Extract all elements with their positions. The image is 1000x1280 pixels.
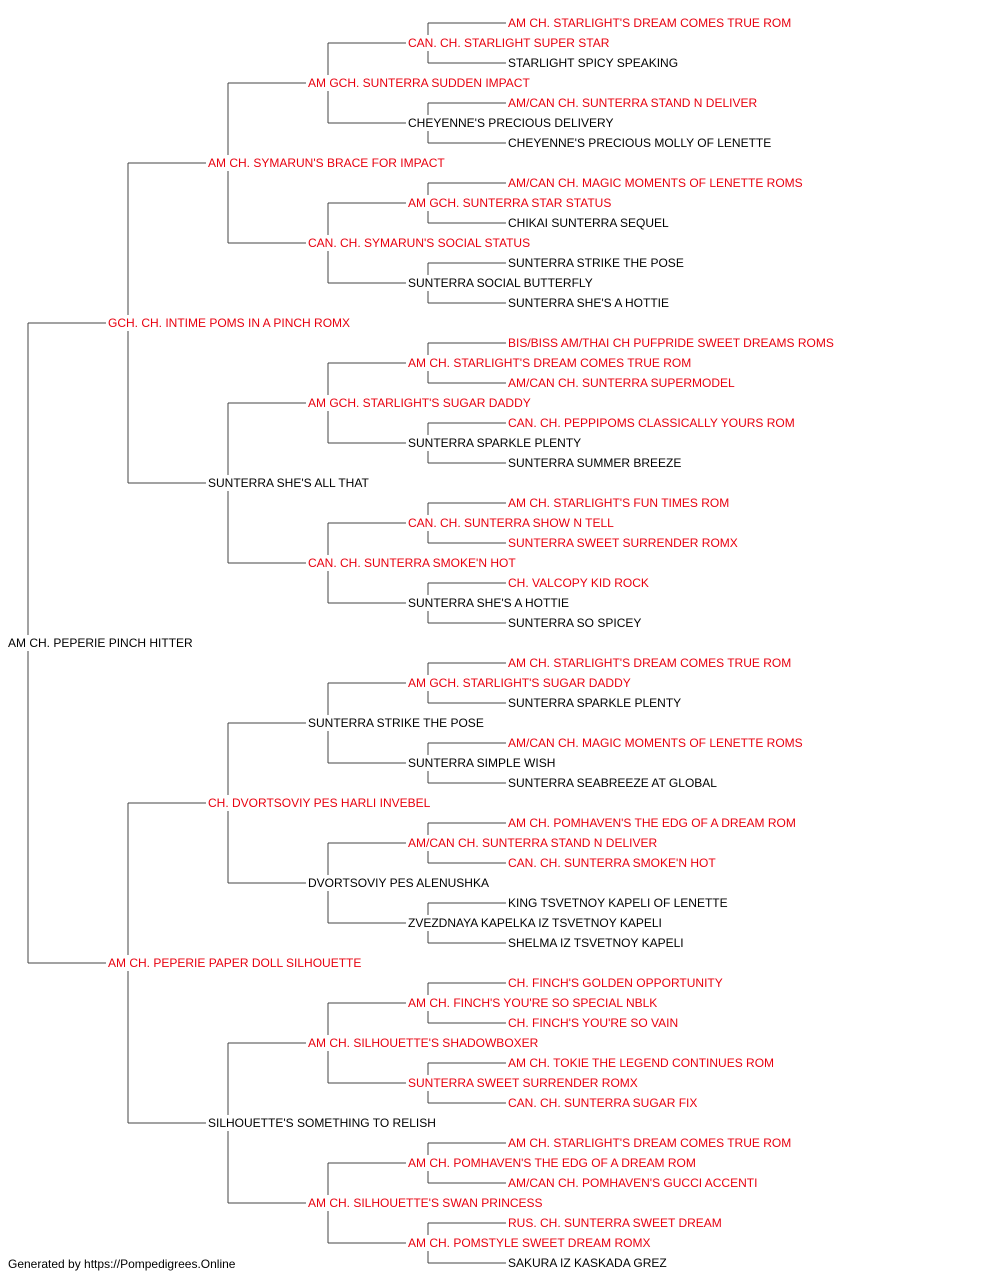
ancestor-name-gen2: SUNTERRA SHE'S ALL THAT (208, 476, 369, 490)
ancestor-name-gen3: DVORTSOVIY PES ALENUSHKA (308, 876, 489, 890)
ancestor-name-gen5: CAN. CH. PEPPIPOMS CLASSICALLY YOURS ROM (508, 416, 795, 430)
ancestor-name-gen1: GCH. CH. INTIME POMS IN A PINCH ROMX (108, 316, 350, 330)
ancestor-name-gen5: CAN. CH. SUNTERRA SMOKE'N HOT (508, 856, 716, 870)
ancestor-name-gen4: AM/CAN CH. SUNTERRA STAND N DELIVER (408, 836, 657, 850)
ancestor-name-gen5: CH. VALCOPY KID ROCK (508, 576, 649, 590)
ancestor-name-gen3: AM GCH. STARLIGHT'S SUGAR DADDY (308, 396, 531, 410)
ancestor-name-gen5: AM CH. STARLIGHT'S DREAM COMES TRUE ROM (508, 16, 791, 30)
ancestor-name-gen5: AM CH. STARLIGHT'S FUN TIMES ROM (508, 496, 729, 510)
ancestor-name-gen5: CHEYENNE'S PRECIOUS MOLLY OF LENETTE (508, 136, 771, 150)
ancestor-name-gen5: AM/CAN CH. MAGIC MOMENTS OF LENETTE ROMS (508, 176, 803, 190)
ancestor-name-gen5: CHIKAI SUNTERRA SEQUEL (508, 216, 669, 230)
ancestor-name-gen3: AM CH. SILHOUETTE'S SHADOWBOXER (308, 1036, 539, 1050)
ancestor-name-gen2: SILHOUETTE'S SOMETHING TO RELISH (208, 1116, 436, 1130)
ancestor-name-gen5: AM CH. TOKIE THE LEGEND CONTINUES ROM (508, 1056, 774, 1070)
ancestor-name-gen3: CAN. CH. SUNTERRA SMOKE'N HOT (308, 556, 516, 570)
ancestor-name-gen5: SUNTERRA SPARKLE PLENTY (508, 696, 681, 710)
ancestor-name-gen4: AM CH. POMSTYLE SWEET DREAM ROMX (408, 1236, 650, 1250)
ancestor-name-gen5: SUNTERRA STRIKE THE POSE (508, 256, 684, 270)
ancestor-name-gen4: AM GCH. SUNTERRA STAR STATUS (408, 196, 611, 210)
ancestor-name-gen2: AM CH. SYMARUN'S BRACE FOR IMPACT (208, 156, 445, 170)
footer-credit: Generated by https://Pompedigrees.Online (8, 1257, 236, 1271)
ancestor-name-gen5: SHELMA IZ TSVETNOY KAPELI (508, 936, 684, 950)
ancestor-name-gen4: ZVEZDNAYA KAPELKA IZ TSVETNOY KAPELI (408, 916, 662, 930)
ancestor-name-gen3: AM CH. SILHOUETTE'S SWAN PRINCESS (308, 1196, 543, 1210)
ancestor-name-gen5: CH. FINCH'S GOLDEN OPPORTUNITY (508, 976, 723, 990)
ancestor-name-gen1: AM CH. PEPERIE PAPER DOLL SILHOUETTE (108, 956, 361, 970)
ancestor-name-gen4: SUNTERRA SHE'S A HOTTIE (408, 596, 569, 610)
subject-dog-name: AM CH. PEPERIE PINCH HITTER (8, 636, 193, 650)
ancestor-name-gen4: SUNTERRA SIMPLE WISH (408, 756, 555, 770)
ancestor-name-gen4: SUNTERRA SWEET SURRENDER ROMX (408, 1076, 638, 1090)
ancestor-name-gen3: SUNTERRA STRIKE THE POSE (308, 716, 484, 730)
ancestor-name-gen4: CAN. CH. STARLIGHT SUPER STAR (408, 36, 610, 50)
ancestor-name-gen5: AM/CAN CH. POMHAVEN'S GUCCI ACCENTI (508, 1176, 757, 1190)
ancestor-name-gen5: STARLIGHT SPICY SPEAKING (508, 56, 678, 70)
ancestor-name-gen4: AM CH. POMHAVEN'S THE EDG OF A DREAM ROM (408, 1156, 696, 1170)
ancestor-name-gen5: SAKURA IZ KASKADA GREZ (508, 1256, 667, 1270)
ancestor-name-gen5: AM/CAN CH. MAGIC MOMENTS OF LENETTE ROMS (508, 736, 803, 750)
ancestor-name-gen5: CH. FINCH'S YOU'RE SO VAIN (508, 1016, 678, 1030)
ancestor-name-gen4: AM CH. STARLIGHT'S DREAM COMES TRUE ROM (408, 356, 691, 370)
ancestor-name-gen5: SUNTERRA SUMMER BREEZE (508, 456, 681, 470)
ancestor-name-gen5: AM CH. STARLIGHT'S DREAM COMES TRUE ROM (508, 656, 791, 670)
ancestor-name-gen4: CHEYENNE'S PRECIOUS DELIVERY (408, 116, 613, 130)
ancestor-name-gen5: SUNTERRA SO SPICEY (508, 616, 641, 630)
ancestor-name-gen5: SUNTERRA SWEET SURRENDER ROMX (508, 536, 738, 550)
ancestor-name-gen4: SUNTERRA SPARKLE PLENTY (408, 436, 581, 450)
ancestor-name-gen5: AM/CAN CH. SUNTERRA STAND N DELIVER (508, 96, 757, 110)
ancestor-name-gen5: CAN. CH. SUNTERRA SUGAR FIX (508, 1096, 697, 1110)
ancestor-name-gen5: KING TSVETNOY KAPELI OF LENETTE (508, 896, 728, 910)
ancestor-name-gen5: AM/CAN CH. SUNTERRA SUPERMODEL (508, 376, 735, 390)
ancestor-name-gen5: AM CH. POMHAVEN'S THE EDG OF A DREAM ROM (508, 816, 796, 830)
ancestor-name-gen4: CAN. CH. SUNTERRA SHOW N TELL (408, 516, 614, 530)
ancestor-name-gen5: BIS/BISS AM/THAI CH PUFPRIDE SWEET DREAM… (508, 336, 834, 350)
ancestor-name-gen5: SUNTERRA SHE'S A HOTTIE (508, 296, 669, 310)
ancestor-name-gen4: AM GCH. STARLIGHT'S SUGAR DADDY (408, 676, 631, 690)
ancestor-name-gen2: CH. DVORTSOVIY PES HARLI INVEBEL (208, 796, 431, 810)
ancestor-name-gen4: AM CH. FINCH'S YOU'RE SO SPECIAL NBLK (408, 996, 657, 1010)
ancestor-name-gen3: AM GCH. SUNTERRA SUDDEN IMPACT (308, 76, 530, 90)
ancestor-name-gen4: SUNTERRA SOCIAL BUTTERFLY (408, 276, 593, 290)
ancestor-name-gen5: SUNTERRA SEABREEZE AT GLOBAL (508, 776, 717, 790)
ancestor-name-gen5: AM CH. STARLIGHT'S DREAM COMES TRUE ROM (508, 1136, 791, 1150)
ancestor-name-gen3: CAN. CH. SYMARUN'S SOCIAL STATUS (308, 236, 530, 250)
ancestor-name-gen5: RUS. CH. SUNTERRA SWEET DREAM (508, 1216, 722, 1230)
